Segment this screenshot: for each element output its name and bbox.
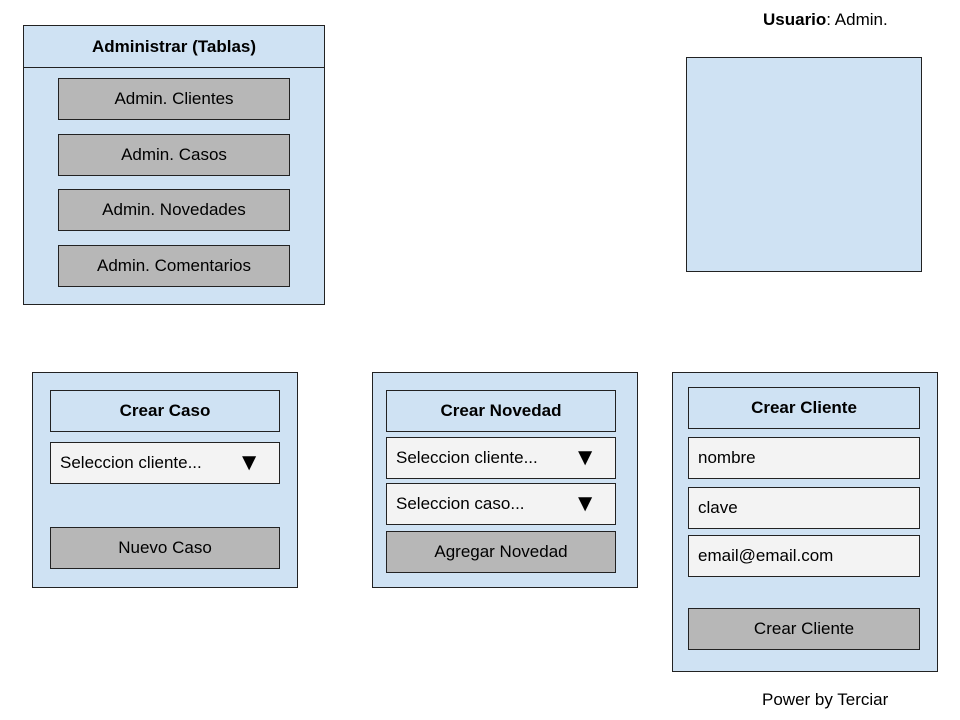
user-info: Usuario: Admin. (763, 10, 888, 30)
crear-cliente-button[interactable]: Crear Cliente (688, 608, 920, 650)
admin-tables-panel: Administrar (Tablas) Admin. Clientes Adm… (23, 25, 325, 305)
user-value: : Admin. (826, 10, 888, 29)
admin-casos-button[interactable]: Admin. Casos (58, 134, 290, 176)
nuevo-caso-button[interactable]: Nuevo Caso (50, 527, 280, 569)
triangle-down-icon: ▼ (573, 444, 597, 471)
footer-text: Power by Terciar (762, 690, 889, 709)
admin-comentarios-button[interactable]: Admin. Comentarios (58, 245, 290, 287)
novedad-cliente-select[interactable]: Seleccion cliente... ▼ (386, 437, 616, 479)
agregar-novedad-button[interactable]: Agregar Novedad (386, 531, 616, 573)
nombre-field[interactable]: nombre (688, 437, 920, 479)
triangle-down-icon: ▼ (573, 490, 597, 517)
clave-field[interactable]: clave (688, 487, 920, 529)
novedad-cliente-select-label: Seleccion cliente... (396, 448, 538, 467)
caso-cliente-select-label: Seleccion cliente... (60, 453, 202, 472)
triangle-down-icon: ▼ (237, 449, 261, 476)
image-placeholder (686, 57, 922, 272)
crear-novedad-panel: Crear Novedad Seleccion cliente... ▼ Sel… (372, 372, 638, 588)
novedad-caso-select[interactable]: Seleccion caso... ▼ (386, 483, 616, 525)
crear-novedad-title: Crear Novedad (386, 390, 616, 432)
crear-cliente-panel: Crear Cliente nombre clave email@email.c… (672, 372, 938, 672)
admin-panel-title: Administrar (Tablas) (24, 26, 324, 68)
admin-clientes-button[interactable]: Admin. Clientes (58, 78, 290, 120)
novedad-caso-select-label: Seleccion caso... (396, 494, 525, 513)
admin-novedades-button[interactable]: Admin. Novedades (58, 189, 290, 231)
crear-caso-panel: Crear Caso Seleccion cliente... ▼ Nuevo … (32, 372, 298, 588)
crear-cliente-title: Crear Cliente (688, 387, 920, 429)
crear-caso-title: Crear Caso (50, 390, 280, 432)
email-field[interactable]: email@email.com (688, 535, 920, 577)
user-label: Usuario (763, 10, 827, 29)
caso-cliente-select[interactable]: Seleccion cliente... ▼ (50, 442, 280, 484)
